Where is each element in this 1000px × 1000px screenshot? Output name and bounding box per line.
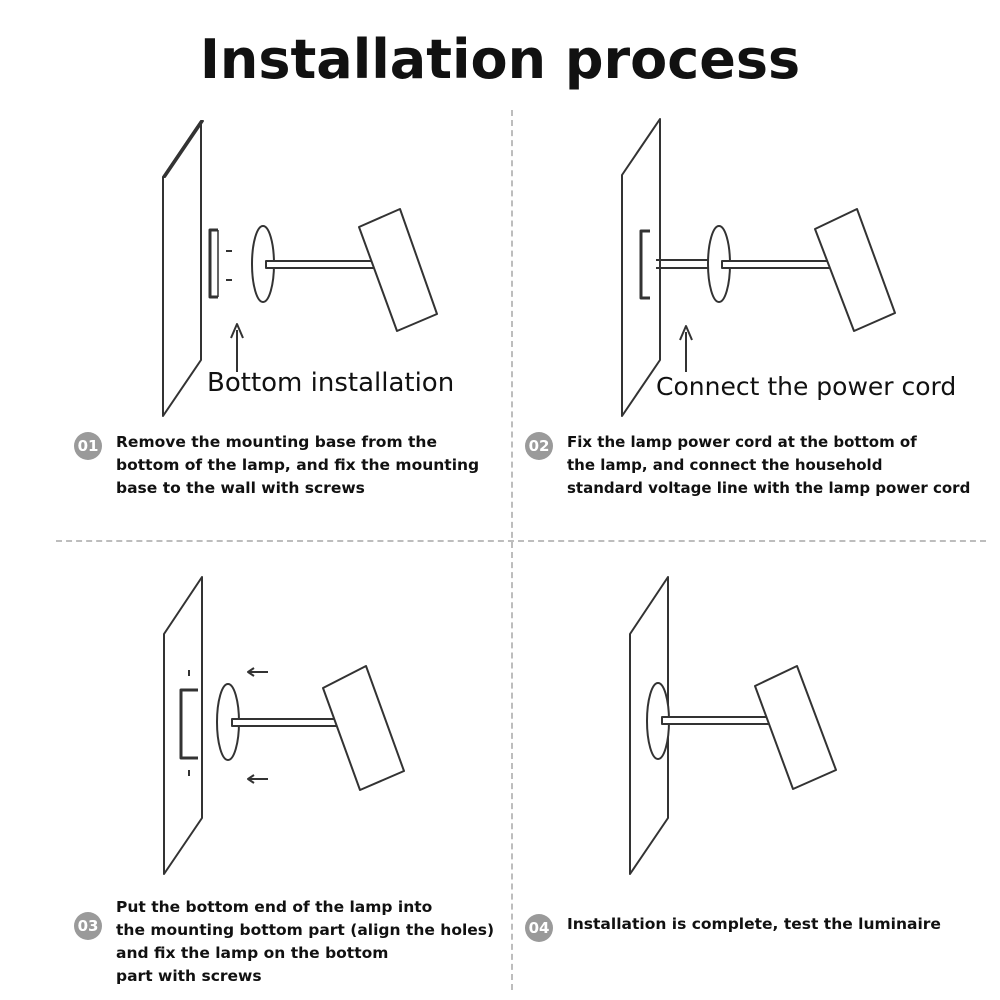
step-1-text: Remove the mounting base from the bottom… bbox=[116, 433, 480, 497]
step-4: 04 Installation is complete, test the lu… bbox=[525, 913, 941, 942]
step-3-text: Put the bottom end of the lamp into the … bbox=[116, 898, 495, 985]
step-2: 02 Fix the lamp power cord at the bottom… bbox=[525, 431, 970, 500]
step-4-text: Installation is complete, test the lumin… bbox=[567, 915, 941, 933]
step-1: 01 Remove the mounting base from the bot… bbox=[74, 431, 479, 500]
screw-icon bbox=[226, 250, 232, 281]
page-title: Installation process bbox=[199, 28, 801, 91]
step-1-illustration bbox=[162, 120, 438, 417]
lamp bbox=[707, 208, 896, 332]
step-number-badge: 01 bbox=[74, 432, 102, 460]
wall-panel bbox=[163, 576, 203, 875]
step-2-caption: Connect the power cord bbox=[656, 372, 957, 401]
arrow-up-icon bbox=[230, 323, 244, 372]
horizontal-divider bbox=[56, 540, 986, 542]
step-1-caption: Bottom installation bbox=[207, 368, 455, 398]
lamp bbox=[216, 665, 405, 791]
step-2-illustration bbox=[621, 118, 896, 417]
arrow-up-icon bbox=[679, 325, 693, 372]
mounting-base bbox=[179, 670, 198, 776]
step-4-illustration bbox=[629, 576, 837, 875]
vertical-divider bbox=[511, 110, 513, 990]
mounting-base bbox=[639, 229, 708, 300]
step-2-text: Fix the lamp power cord at the bottom of… bbox=[567, 433, 971, 497]
step-number-badge: 04 bbox=[525, 914, 553, 942]
step-number-badge: 03 bbox=[74, 912, 102, 940]
arrow-left-icon bbox=[247, 667, 268, 784]
wall-panel bbox=[162, 120, 204, 417]
lamp bbox=[646, 665, 837, 790]
step-number-badge: 02 bbox=[525, 432, 553, 460]
mounting-base bbox=[208, 228, 219, 299]
step-3-illustration bbox=[163, 576, 405, 875]
step-3: 03 Put the bottom end of the lamp into t… bbox=[74, 896, 494, 988]
lamp bbox=[251, 208, 438, 332]
